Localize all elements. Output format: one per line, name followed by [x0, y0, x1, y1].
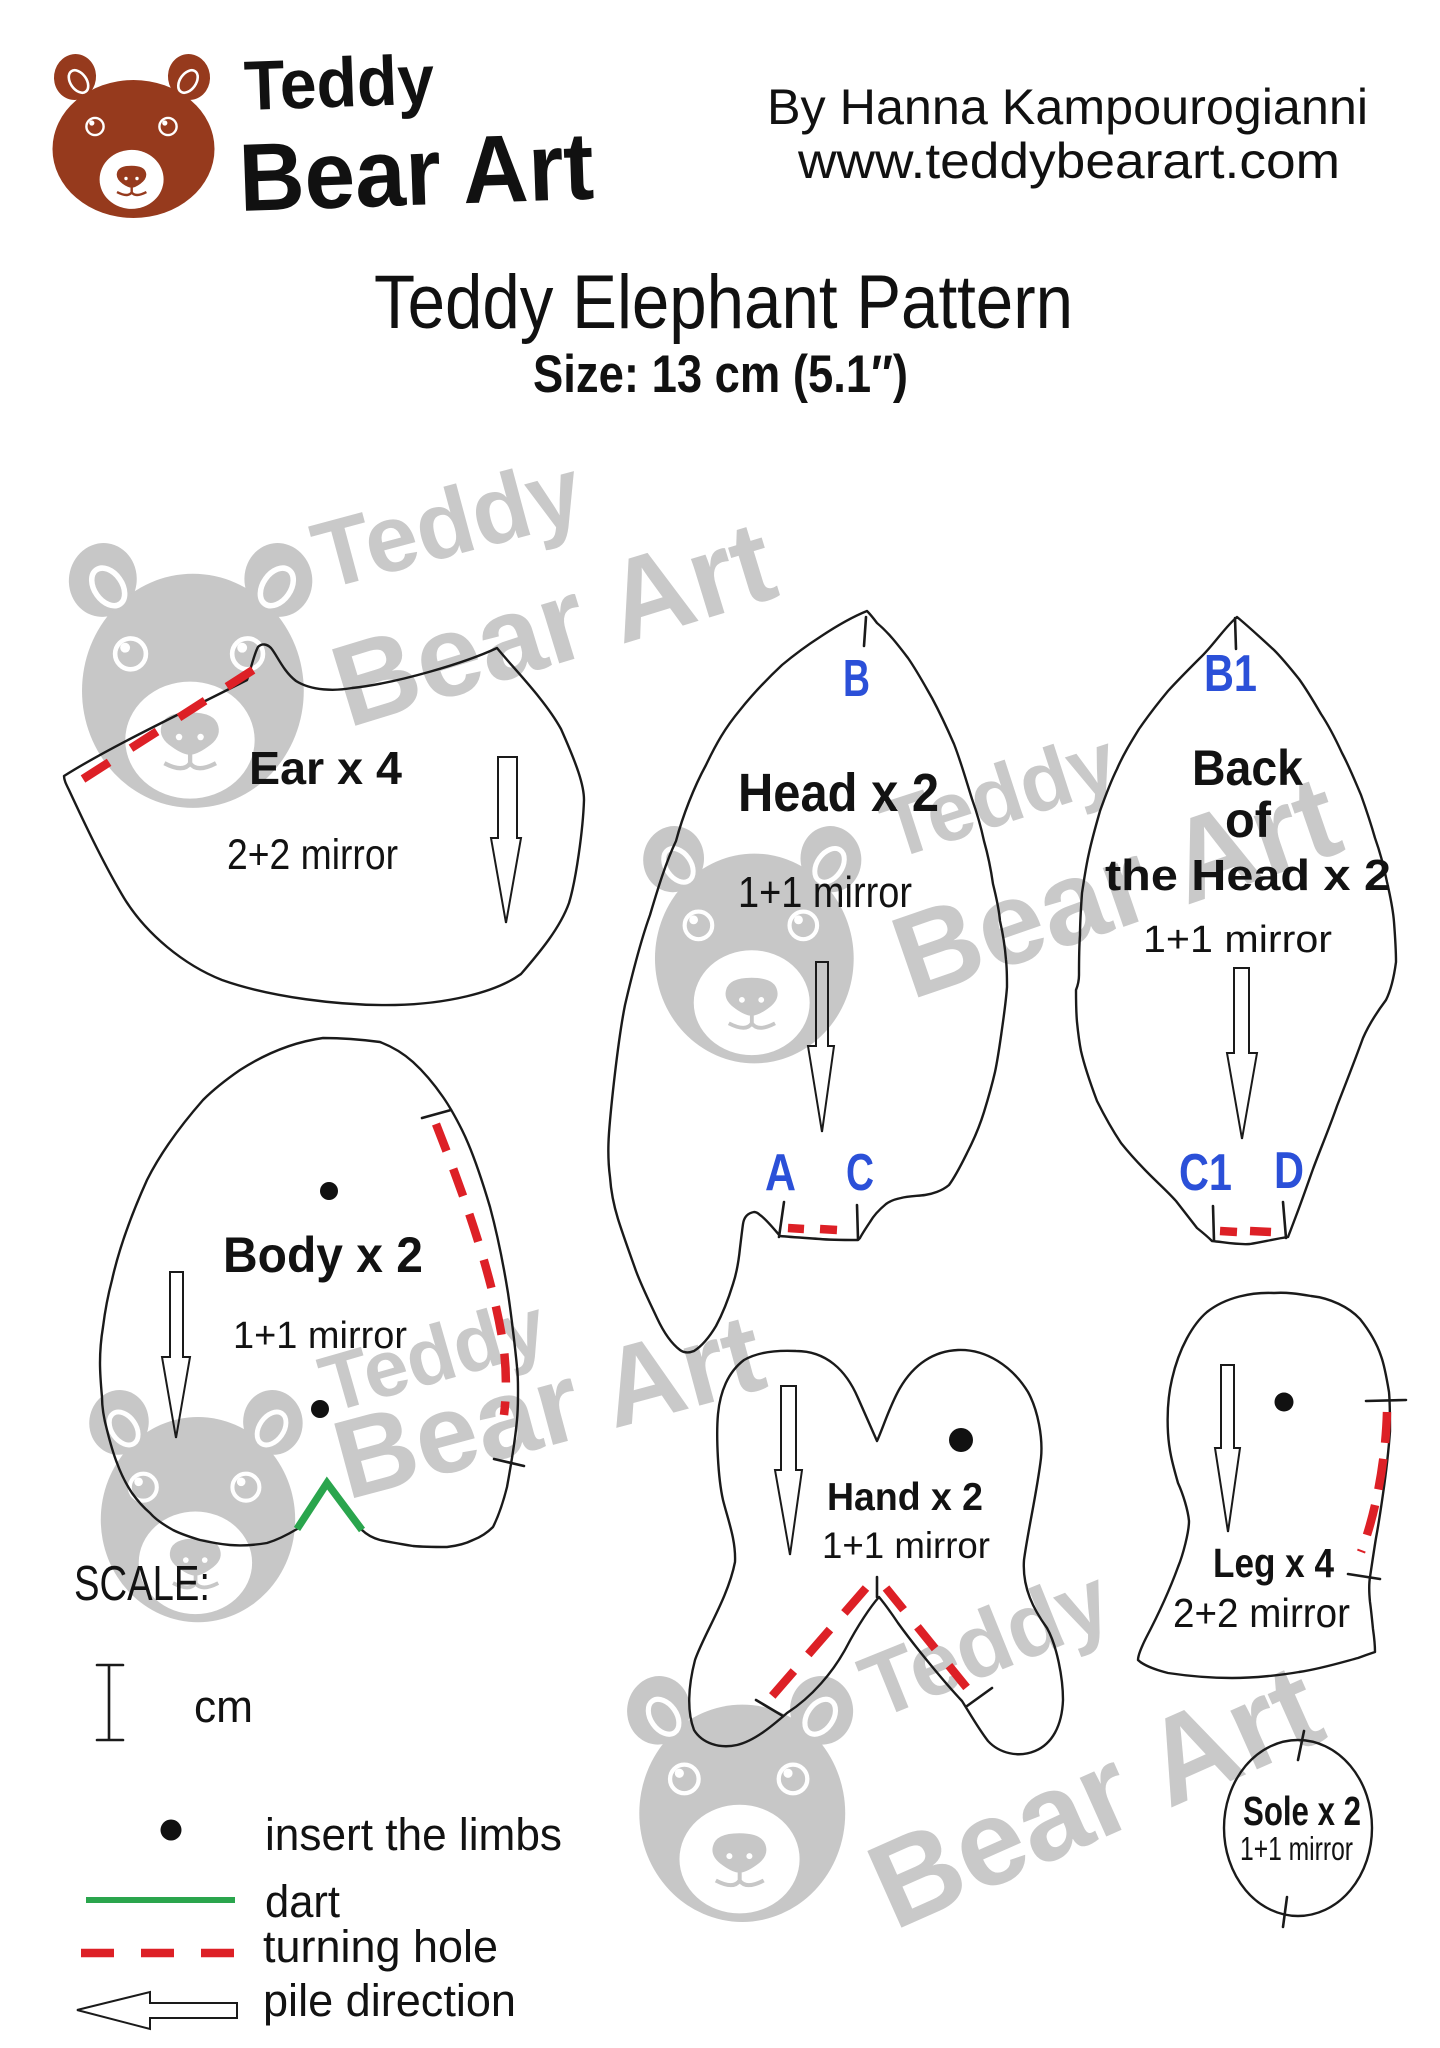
- svg-text:1+1 mirror: 1+1 mirror: [1143, 919, 1332, 961]
- svg-text:C1: C1: [1179, 1144, 1232, 1202]
- svg-text:B1: B1: [1204, 645, 1257, 703]
- svg-text:B: B: [843, 650, 870, 708]
- svg-text:1+1 mirror: 1+1 mirror: [233, 1315, 407, 1357]
- svg-text:www.teddybearart.com: www.teddybearart.com: [797, 133, 1340, 189]
- svg-text:C: C: [846, 1144, 874, 1202]
- svg-text:Back: Back: [1192, 740, 1303, 796]
- svg-text:Size: 13 cm (5.1″): Size: 13 cm (5.1″): [533, 345, 908, 404]
- svg-text:Body x 2: Body x 2: [223, 1227, 423, 1283]
- svg-text:Teddy Elephant Pattern: Teddy Elephant Pattern: [374, 260, 1073, 345]
- svg-text:1+1 mirror: 1+1 mirror: [738, 868, 912, 917]
- svg-text:of: of: [1225, 792, 1271, 848]
- svg-text:cm: cm: [194, 1681, 253, 1732]
- svg-text:SCALE:: SCALE:: [74, 1557, 210, 1611]
- svg-text:A: A: [765, 1144, 796, 1202]
- svg-text:Hand x 2: Hand x 2: [827, 1476, 983, 1519]
- svg-text:D: D: [1274, 1142, 1304, 1200]
- svg-text:dart: dart: [265, 1876, 340, 1927]
- svg-text:insert the limbs: insert the limbs: [265, 1809, 562, 1860]
- svg-text:Bear Art: Bear Art: [237, 113, 596, 232]
- svg-text:the Head x 2: the Head x 2: [1105, 851, 1391, 900]
- svg-text:1+1 mirror: 1+1 mirror: [822, 1525, 990, 1566]
- svg-text:2+2 mirror: 2+2 mirror: [1173, 1590, 1350, 1636]
- svg-text:Teddy: Teddy: [243, 40, 436, 125]
- svg-text:2+2 mirror: 2+2 mirror: [227, 831, 398, 879]
- svg-text:By Hanna Kampourogianni: By Hanna Kampourogianni: [767, 79, 1368, 135]
- svg-text:1+1 mirror: 1+1 mirror: [1240, 1830, 1353, 1867]
- svg-text:pile direction: pile direction: [263, 1975, 516, 2026]
- svg-text:Sole x 2: Sole x 2: [1243, 1788, 1361, 1834]
- svg-text:Leg x 4: Leg x 4: [1213, 1540, 1334, 1586]
- svg-text:Ear x 4: Ear x 4: [249, 742, 402, 794]
- svg-text:turning hole: turning hole: [263, 1921, 498, 1972]
- svg-text:Head x 2: Head x 2: [738, 763, 939, 823]
